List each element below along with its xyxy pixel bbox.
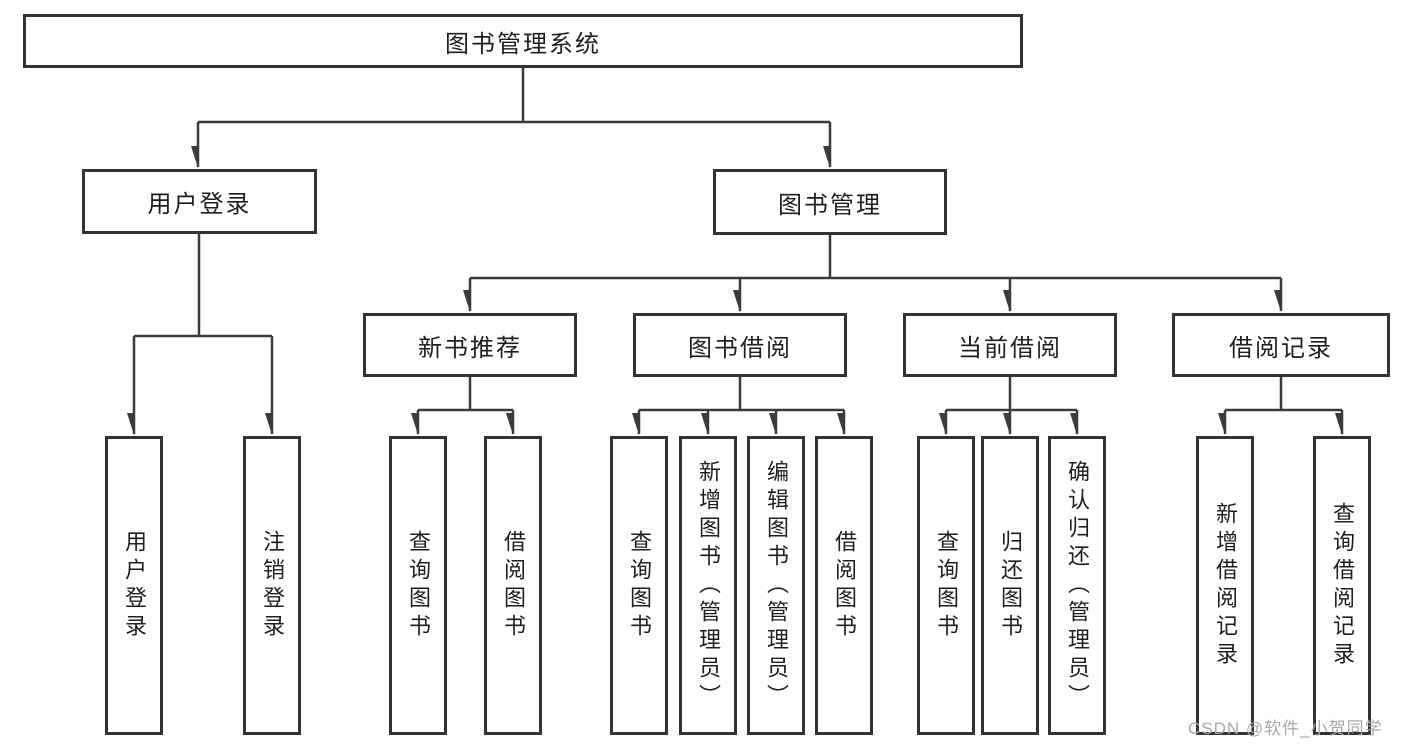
node-label: 查询图书: [627, 529, 652, 642]
node-label: 当前借阅: [958, 334, 1062, 362]
leaf-return-books: 归还图书: [981, 436, 1039, 735]
leaf-borrow-books-borrowing: 借阅图书: [815, 436, 873, 735]
node-label: 图书借阅: [688, 334, 792, 362]
node-label: 借阅图书: [832, 529, 857, 642]
node-label: 注销登录: [260, 529, 285, 642]
leaf-add-book-admin: 新增图书（管理员）: [679, 436, 737, 735]
connector-arrows: [134, 122, 1344, 434]
node-library-system: 图书管理系统: [23, 14, 1023, 68]
leaf-edit-book-admin: 编辑图书（管理员）: [747, 436, 805, 735]
node-current-borrowing: 当前借阅: [903, 313, 1117, 377]
node-label: 查询图书: [406, 529, 431, 642]
node-label: 新书推荐: [418, 334, 522, 362]
leaf-query-books-borrowing: 查询图书: [610, 436, 668, 735]
leaf-query-books-current: 查询图书: [917, 436, 975, 735]
node-book-borrowing: 图书借阅: [633, 313, 847, 377]
node-label: 新增图书（管理员）: [696, 459, 721, 712]
node-book-management: 图书管理: [713, 169, 947, 235]
node-borrowing-records: 借阅记录: [1172, 313, 1390, 377]
connector-skeleton: [134, 68, 1342, 412]
node-label: 查询借阅记录: [1330, 501, 1355, 670]
node-label: 借阅图书: [501, 529, 526, 642]
node-new-book-recommendation: 新书推荐: [363, 313, 577, 377]
leaf-borrow-books-recommend: 借阅图书: [484, 436, 542, 735]
node-label: 确认归还（管理员）: [1065, 459, 1090, 712]
leaf-user-login: 用户登录: [105, 436, 163, 735]
node-label: 用户登录: [147, 191, 252, 218]
leaf-query-borrow-record: 查询借阅记录: [1313, 436, 1371, 735]
node-label: 编辑图书（管理员）: [764, 459, 789, 712]
node-label: 借阅记录: [1229, 334, 1333, 362]
csdn-watermark: CSDN @软件_小贺同学: [1188, 719, 1383, 738]
node-label: 图书管理: [778, 191, 882, 219]
node-label: 图书管理系统: [445, 30, 601, 58]
leaf-confirm-return-admin: 确认归还（管理员）: [1048, 436, 1106, 735]
node-label: 归还图书: [998, 529, 1023, 642]
leaf-logout-login: 注销登录: [243, 436, 301, 735]
node-label: 查询图书: [934, 529, 959, 642]
leaf-add-borrow-record: 新增借阅记录: [1196, 436, 1254, 735]
node-label: 新增借阅记录: [1213, 501, 1238, 670]
node-user-login: 用户登录: [82, 169, 317, 234]
leaf-query-books-recommend: 查询图书: [389, 436, 447, 735]
node-label: 用户登录: [122, 529, 147, 642]
